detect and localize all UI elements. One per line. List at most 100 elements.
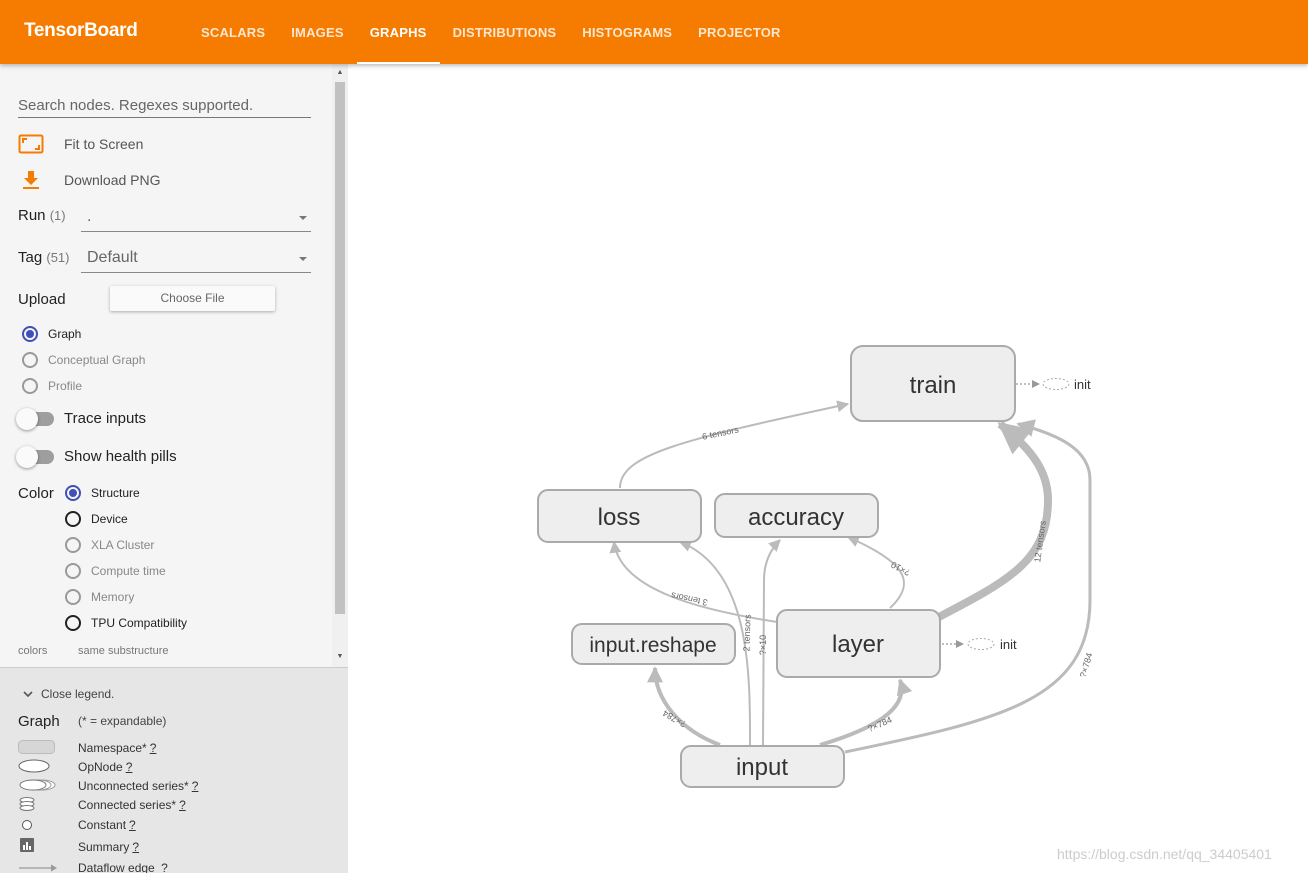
graph-svg[interactable]: 6 tensors 3 tensors ?×10 12 tensors 2 te…: [348, 64, 1308, 873]
accuracy-node[interactable]: [714, 493, 879, 538]
train-node-label: train: [910, 372, 957, 399]
input-reshape-node[interactable]: [571, 623, 736, 665]
edge-label-layer-train: 12 tensors: [1032, 520, 1048, 564]
help-link[interactable]: ?: [161, 861, 168, 873]
help-link[interactable]: ?: [129, 818, 136, 832]
health-pills-toggle[interactable]: Show health pills: [16, 445, 177, 468]
fit-screen-icon: [18, 134, 44, 154]
download-png-button[interactable]: Download PNG: [18, 170, 218, 190]
graph-legend: Close legend. Graph (* = expandable) Nam…: [0, 667, 348, 873]
radio-dot: [65, 537, 81, 553]
edge-layer-train: [935, 420, 1053, 622]
legend-unconnected-series: Unconnected series*?: [78, 779, 198, 793]
edge-input-train: [844, 419, 1092, 754]
color-structure-label: Structure: [91, 486, 140, 500]
search-nodes-input[interactable]: [18, 94, 311, 118]
radio-graph[interactable]: Graph: [22, 326, 81, 342]
chevron-down-icon: [299, 257, 307, 261]
legend-opnode-label: OpNode: [78, 760, 123, 774]
top-bar: TensorBoard SCALARS IMAGES GRAPHS DISTRI…: [0, 0, 1308, 64]
close-legend-button[interactable]: Close legend.: [22, 687, 114, 701]
edge-loss-train: [619, 400, 850, 489]
run-select[interactable]: .: [81, 206, 311, 232]
train-node[interactable]: [850, 345, 1016, 422]
scroll-down-arrow[interactable]: ▼: [336, 653, 344, 660]
color-tpu-label: TPU Compatibility: [91, 616, 188, 630]
watermark: https://blog.csdn.net/qq_34405401: [1057, 846, 1272, 862]
input-reshape-node-label: input.reshape: [589, 634, 716, 657]
help-link[interactable]: ?: [191, 779, 199, 793]
namespace-icon: [18, 740, 55, 754]
edge-label-input-layer: ?×784: [866, 715, 893, 734]
legend-namespace-label: Namespace*: [78, 741, 147, 755]
tab-distributions[interactable]: DISTRIBUTIONS: [452, 24, 557, 40]
graph-canvas[interactable]: 6 tensors 3 tensors ?×10 12 tensors 2 te…: [348, 64, 1308, 873]
scroll-up-arrow[interactable]: ▲: [336, 69, 344, 76]
close-legend-label: Close legend.: [41, 687, 115, 701]
edge-layer-loss: [609, 540, 778, 623]
loss-node-label: loss: [598, 504, 641, 531]
radio-color-memory[interactable]: Memory: [65, 589, 134, 605]
color-compute-label: Compute time: [91, 564, 166, 578]
help-link[interactable]: ?: [132, 840, 140, 854]
radio-profile[interactable]: Profile: [22, 378, 82, 394]
radio-color-xla-cluster[interactable]: XLA Cluster: [65, 537, 154, 553]
color-xla-label: XLA Cluster: [91, 538, 155, 552]
tag-select[interactable]: Default: [81, 247, 311, 273]
input-node[interactable]: [680, 745, 845, 788]
run-label-text: Run: [18, 207, 46, 224]
legend-connected-label: Connected series*: [78, 798, 177, 812]
help-link[interactable]: ?: [179, 798, 186, 812]
edge-label-input-reshape: ?×784: [661, 708, 688, 729]
radio-color-structure[interactable]: Structure: [65, 485, 140, 501]
radio-color-compute-time[interactable]: Compute time: [65, 563, 166, 579]
layer-node[interactable]: [776, 609, 941, 678]
tab-projector[interactable]: PROJECTOR: [698, 24, 781, 40]
toggle-knob: [16, 445, 38, 468]
init-train-node[interactable]: init: [1016, 377, 1091, 392]
init-layer-node[interactable]: init: [942, 637, 1017, 652]
legend-unconnected-label: Unconnected series*: [78, 779, 189, 793]
edge-label-layer-loss: 3 tensors: [670, 590, 709, 608]
choose-file-button[interactable]: Choose File: [110, 286, 275, 311]
tab-graphs[interactable]: GRAPHS: [356, 0, 440, 64]
tag-count: (51): [46, 250, 70, 265]
upload-label: Upload: [18, 291, 66, 308]
legend-summary-label: Summary: [78, 840, 130, 854]
sidebar-scroll-thumb[interactable]: [335, 82, 345, 614]
nav-tabs: SCALARS IMAGES GRAPHS DISTRIBUTIONS HIST…: [188, 0, 794, 64]
edge-input-layer: [819, 678, 913, 747]
legend-constant: Constant?: [78, 818, 136, 832]
help-link[interactable]: ?: [149, 741, 157, 755]
radio-color-device[interactable]: Device: [65, 511, 128, 527]
color-device-label: Device: [91, 512, 128, 526]
colors-label: colors: [18, 645, 48, 657]
download-icon: [23, 171, 39, 189]
tab-scalars[interactable]: SCALARS: [201, 24, 266, 40]
fit-to-screen-button[interactable]: Fit to Screen: [18, 134, 218, 154]
edge-label-input-accuracy: ?×10: [758, 635, 768, 655]
help-link[interactable]: ?: [125, 760, 133, 774]
loss-node[interactable]: [537, 489, 702, 543]
legend-opnode: OpNode?: [78, 760, 132, 774]
edge-label-layer-accuracy: ?×10: [889, 559, 912, 577]
toggle-track: [16, 445, 54, 468]
app-title: TensorBoard: [24, 20, 138, 41]
radio-conceptual-graph[interactable]: Conceptual Graph: [22, 352, 145, 368]
trace-inputs-toggle[interactable]: Trace inputs: [16, 407, 146, 430]
tab-histograms[interactable]: HISTOGRAMS: [582, 24, 673, 40]
input-node-label: input: [736, 754, 788, 781]
health-pills-label: Show health pills: [64, 448, 177, 465]
edge-label-loss-train: 6 tensors: [701, 424, 740, 442]
edge-input-accuracy: [762, 539, 781, 746]
radio-dot: [65, 511, 81, 527]
color-label: Color: [18, 485, 54, 502]
summary-icon: [20, 838, 34, 852]
init-train-label: init: [1074, 377, 1091, 392]
control-panel: [0, 64, 348, 667]
radio-color-tpu[interactable]: TPU Compatibility: [65, 615, 187, 631]
tab-images[interactable]: IMAGES: [291, 24, 344, 40]
legend-constant-label: Constant: [78, 818, 127, 832]
layer-node-label: layer: [832, 631, 884, 658]
legend-namespace: Namespace*?: [78, 741, 156, 755]
